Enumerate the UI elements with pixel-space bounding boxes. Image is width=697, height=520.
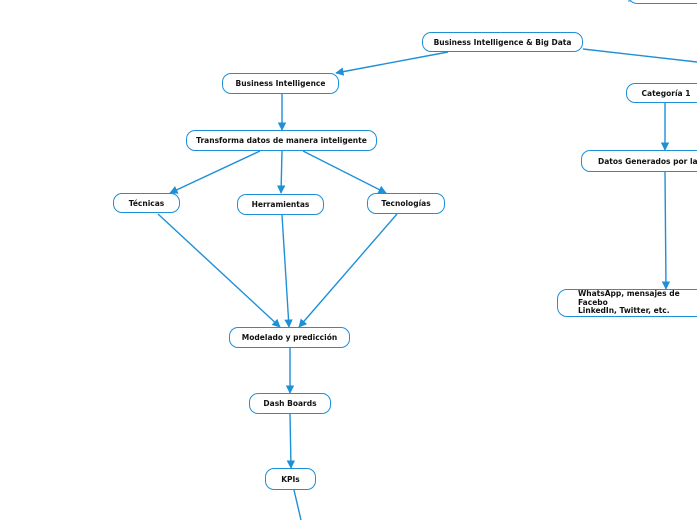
- node-root-label: Business Intelligence & Big Data: [433, 37, 572, 47]
- node-categoria-1[interactable]: Categoría 1: [626, 83, 697, 103]
- node-kpis-label: KPIs: [281, 474, 300, 484]
- node-whatsapp-line-1: WhatsApp, mensajes de Facebo: [578, 289, 680, 307]
- edge-transforma-to-tecnologias: [302, 150, 387, 194]
- edge-root-to-bi: [335, 51, 449, 76]
- edge-kpis-down: [293, 489, 302, 520]
- node-transforma-datos[interactable]: Transforma datos de manera inteligente: [186, 130, 377, 151]
- node-dash-boards-label: Dash Boards: [263, 399, 317, 408]
- edge-root-to-right: [582, 48, 697, 63]
- node-tecnologias[interactable]: Tecnologías: [367, 193, 445, 214]
- node-business-intelligence[interactable]: Business Intelligence: [222, 73, 339, 94]
- node-modelado-prediccion-label: Modelado y predicción: [241, 333, 338, 342]
- edge-tecnicas-to-modelado: [157, 213, 281, 328]
- node-datos-generados[interactable]: Datos Generados por las pers: [581, 150, 697, 172]
- node-whatsapp[interactable]: WhatsApp, mensajes de Facebo LinkedIn, T…: [557, 289, 697, 317]
- node-tecnologias-label: Tecnologías: [381, 199, 431, 208]
- edge-datos-to-whatsapp: [661, 171, 671, 290]
- node-root[interactable]: Business Intelligence & Big Data: [422, 32, 583, 52]
- node-business-intelligence-label: Business Intelligence: [235, 79, 326, 88]
- node-herramientas-label: Herramientas: [251, 200, 310, 209]
- node-datos-generados-label: Datos Generados por las pers: [598, 156, 697, 166]
- node-transforma-datos-label: Transforma datos de manera inteligente: [196, 136, 367, 145]
- node-top-right-partial[interactable]: [628, 0, 697, 4]
- node-dash-boards[interactable]: Dash Boards: [249, 393, 331, 414]
- edge-transforma-to-tecnicas: [169, 150, 261, 194]
- edge-dashboards-to-kpis: [286, 413, 296, 469]
- edge-herramientas-to-modelado: [281, 214, 293, 328]
- node-herramientas[interactable]: Herramientas: [237, 194, 324, 215]
- node-categoria-1-label: Categoría 1: [641, 88, 691, 98]
- edge-transforma-to-herramientas: [276, 150, 286, 194]
- node-tecnicas-label: Técnicas: [128, 198, 165, 208]
- node-tecnicas[interactable]: Técnicas: [113, 193, 180, 213]
- node-kpis[interactable]: KPIs: [265, 468, 316, 490]
- node-whatsapp-text: WhatsApp, mensajes de Facebo LinkedIn, T…: [578, 290, 697, 316]
- edge-tecnologias-to-modelado: [298, 213, 398, 328]
- node-whatsapp-line-2: LinkedIn, Twitter, etc.: [578, 306, 670, 316]
- node-modelado-prediccion[interactable]: Modelado y predicción: [229, 327, 350, 348]
